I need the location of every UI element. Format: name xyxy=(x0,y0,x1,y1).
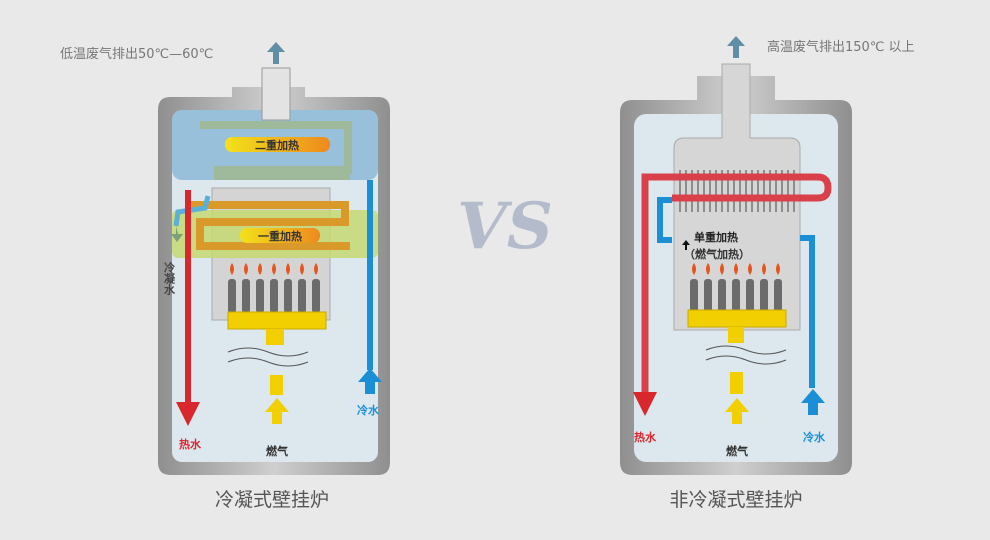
cold-water-label: 冷水 xyxy=(803,430,826,444)
flue-pipe xyxy=(261,67,291,121)
non-condensing-boiler: 单重加热 （燃气加热） 热水 燃气 冷水 高温废气排出150℃ 以上 非冷凝式壁… xyxy=(620,36,915,511)
exhaust-arrow-icon xyxy=(727,36,745,58)
right-caption: 非冷凝式壁挂炉 xyxy=(669,489,802,511)
exhaust-arrow-icon xyxy=(267,42,285,64)
condensate-label: 冷凝水 xyxy=(163,261,176,296)
stage1-label: 一重加热 xyxy=(258,229,302,243)
primary-heat-exchanger xyxy=(188,201,350,250)
gas-manifold xyxy=(687,309,787,328)
cold-water-inlet xyxy=(657,197,672,243)
heating-sub: （燃气加热） xyxy=(684,247,750,261)
cold-water-label: 冷水 xyxy=(357,403,380,417)
condensate-arrow-icon xyxy=(171,226,183,242)
up-arrow-icon xyxy=(682,240,690,250)
cold-water-pipe xyxy=(800,235,815,388)
stage2-label: 二重加热 xyxy=(255,138,299,152)
gas-label: 燃气 xyxy=(265,444,288,458)
hot-water-arrow-icon xyxy=(633,392,657,416)
heating-label: 单重加热 xyxy=(694,230,738,244)
hot-water-pipe xyxy=(641,173,832,395)
cold-water-arrow-icon xyxy=(358,368,382,394)
hot-water-arrow-icon xyxy=(176,402,200,426)
gas-arrow-icon xyxy=(265,398,289,424)
secondary-heat-exchanger xyxy=(200,121,352,180)
condensing-boiler: 二重加热 一重加热 冷凝水 热水 燃气 冷水 低温废气排出50℃—60℃ 冷凝式… xyxy=(60,42,390,511)
gas-manifold xyxy=(227,311,327,330)
left-exhaust-note: 低温废气排出50℃—60℃ xyxy=(60,46,213,62)
left-caption: 冷凝式壁挂炉 xyxy=(215,489,329,511)
right-exhaust-note: 高温废气排出150℃ 以上 xyxy=(767,39,915,55)
hot-water-label: 热水 xyxy=(179,437,202,451)
cold-water-pipe xyxy=(367,180,373,370)
hot-water-pipe xyxy=(185,190,191,402)
heat-exchanger-fins xyxy=(679,170,795,212)
gas-label: 燃气 xyxy=(725,444,748,458)
hot-water-label: 热水 xyxy=(634,430,657,444)
condensate-pipe xyxy=(173,195,211,227)
cold-water-arrow-icon xyxy=(801,389,825,415)
gas-arrow-icon xyxy=(725,398,749,424)
vs-label: VS xyxy=(457,189,553,264)
